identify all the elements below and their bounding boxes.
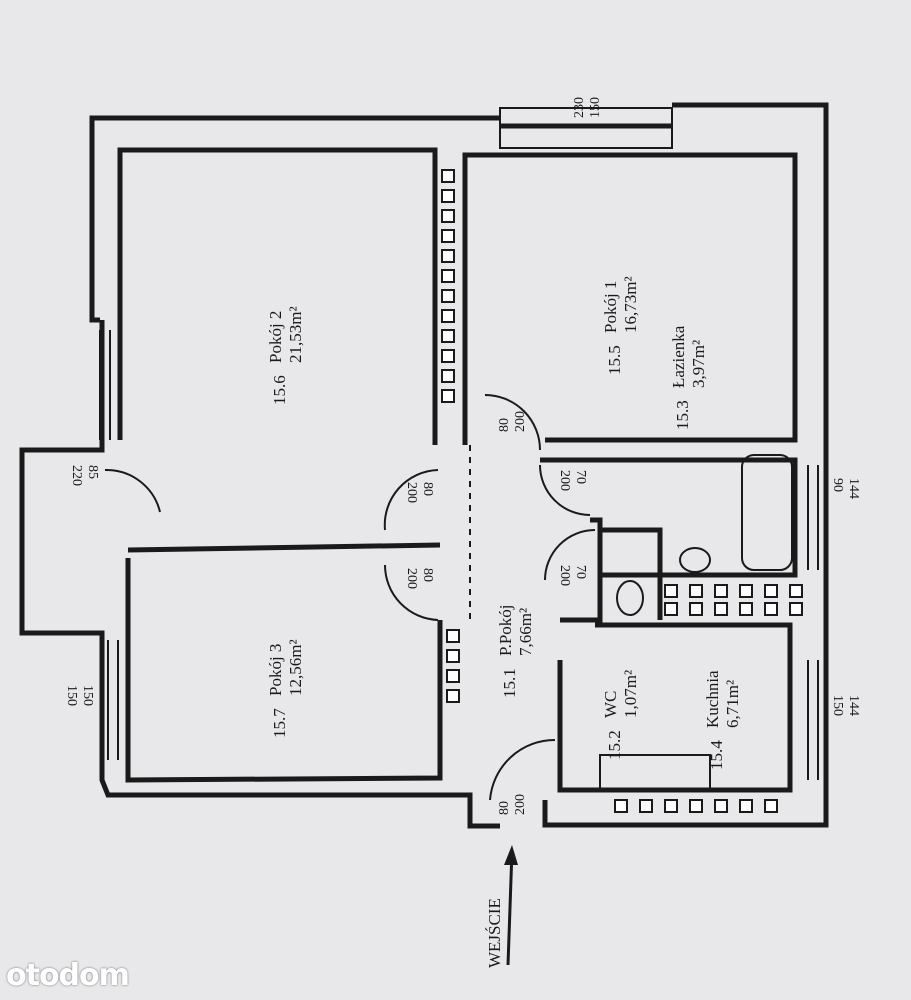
stove-icon: [599, 754, 711, 791]
room-area: 6,71m²: [723, 680, 742, 728]
dim-width: 80: [497, 418, 512, 432]
room-name: Pokój 2: [266, 311, 285, 363]
room-number: 15.4: [707, 740, 726, 770]
dim-width: 80: [497, 801, 512, 815]
dim-width: 230: [572, 97, 587, 118]
dim-width: 85: [85, 465, 100, 479]
dim-height: 200: [557, 470, 572, 491]
dim-width: 90: [830, 478, 845, 492]
dim-height: 200: [404, 568, 419, 589]
walls: [19, 102, 829, 829]
room-number: 15.1: [500, 668, 519, 698]
dim-height: 200: [513, 411, 528, 432]
room-label-pokoj1: 15.5 Pokój 1 16,73m²: [601, 276, 640, 375]
door-swings: [104, 394, 596, 801]
dim-width: 80: [420, 568, 435, 582]
room-area: 12,56m²: [286, 639, 305, 696]
room-area: 7,66m²: [516, 608, 535, 656]
room-name: P.Pokój: [496, 605, 515, 657]
bathtub-icon: [741, 454, 793, 571]
room-name: Pokój 1: [601, 281, 620, 333]
room-name: WC: [601, 691, 620, 718]
ventilation-ducts: [441, 169, 803, 813]
room-label-pokoj3: 15.7 Pokój 3 12,56m²: [266, 639, 305, 738]
room-label-przedpokoj: 15.1 P.Pokój 7,66m²: [496, 605, 535, 699]
room-label-wc: 15.2 WC 1,07m²: [601, 670, 640, 760]
toilet-icon: [616, 580, 644, 616]
dim-height: 200: [404, 482, 419, 503]
sink-icon: [679, 547, 711, 573]
otodom-watermark: otodom: [6, 958, 130, 993]
dim-height: 200: [513, 794, 528, 815]
entry-arrow-icon: [506, 849, 514, 966]
room-name: Łazienka: [669, 325, 688, 388]
room-number: 15.3: [673, 400, 692, 430]
dim-width: 70: [573, 470, 588, 484]
dim-height: 150: [80, 685, 95, 706]
room-label-pokoj2: 15.6 Pokój 2 21,53m²: [266, 306, 305, 405]
room-number: 15.7: [270, 708, 289, 738]
dim-height: 144: [846, 478, 861, 499]
dim-width: 150: [64, 685, 79, 706]
dim-height: 200: [557, 565, 572, 586]
room-label-kuchnia: 15.4 Kuchnia 6,71m²: [703, 670, 742, 770]
dim-width: 70: [573, 565, 588, 579]
room-number: 15.2: [605, 730, 624, 760]
dim-width: 80: [420, 482, 435, 496]
room-number: 15.5: [605, 345, 624, 375]
entry-arrow-head-icon: [504, 845, 518, 865]
room-area: 16,73m²: [621, 276, 640, 333]
room-area: 3,97m²: [689, 340, 708, 388]
room-name: Kuchnia: [703, 670, 722, 728]
room-area: 21,53m²: [286, 306, 305, 363]
dim-height: 144: [846, 695, 861, 716]
dim-width: 150: [830, 695, 845, 716]
room-number: 15.6: [270, 375, 289, 405]
dim-height: 150: [588, 97, 603, 118]
entry-label: WEJŚCIE: [485, 898, 504, 968]
room-name: Pokój 3: [266, 644, 285, 696]
room-label-lazienka: 15.3 Łazienka 3,97m²: [669, 325, 708, 430]
room-area: 1,07m²: [621, 670, 640, 718]
dim-height: 220: [69, 465, 84, 486]
